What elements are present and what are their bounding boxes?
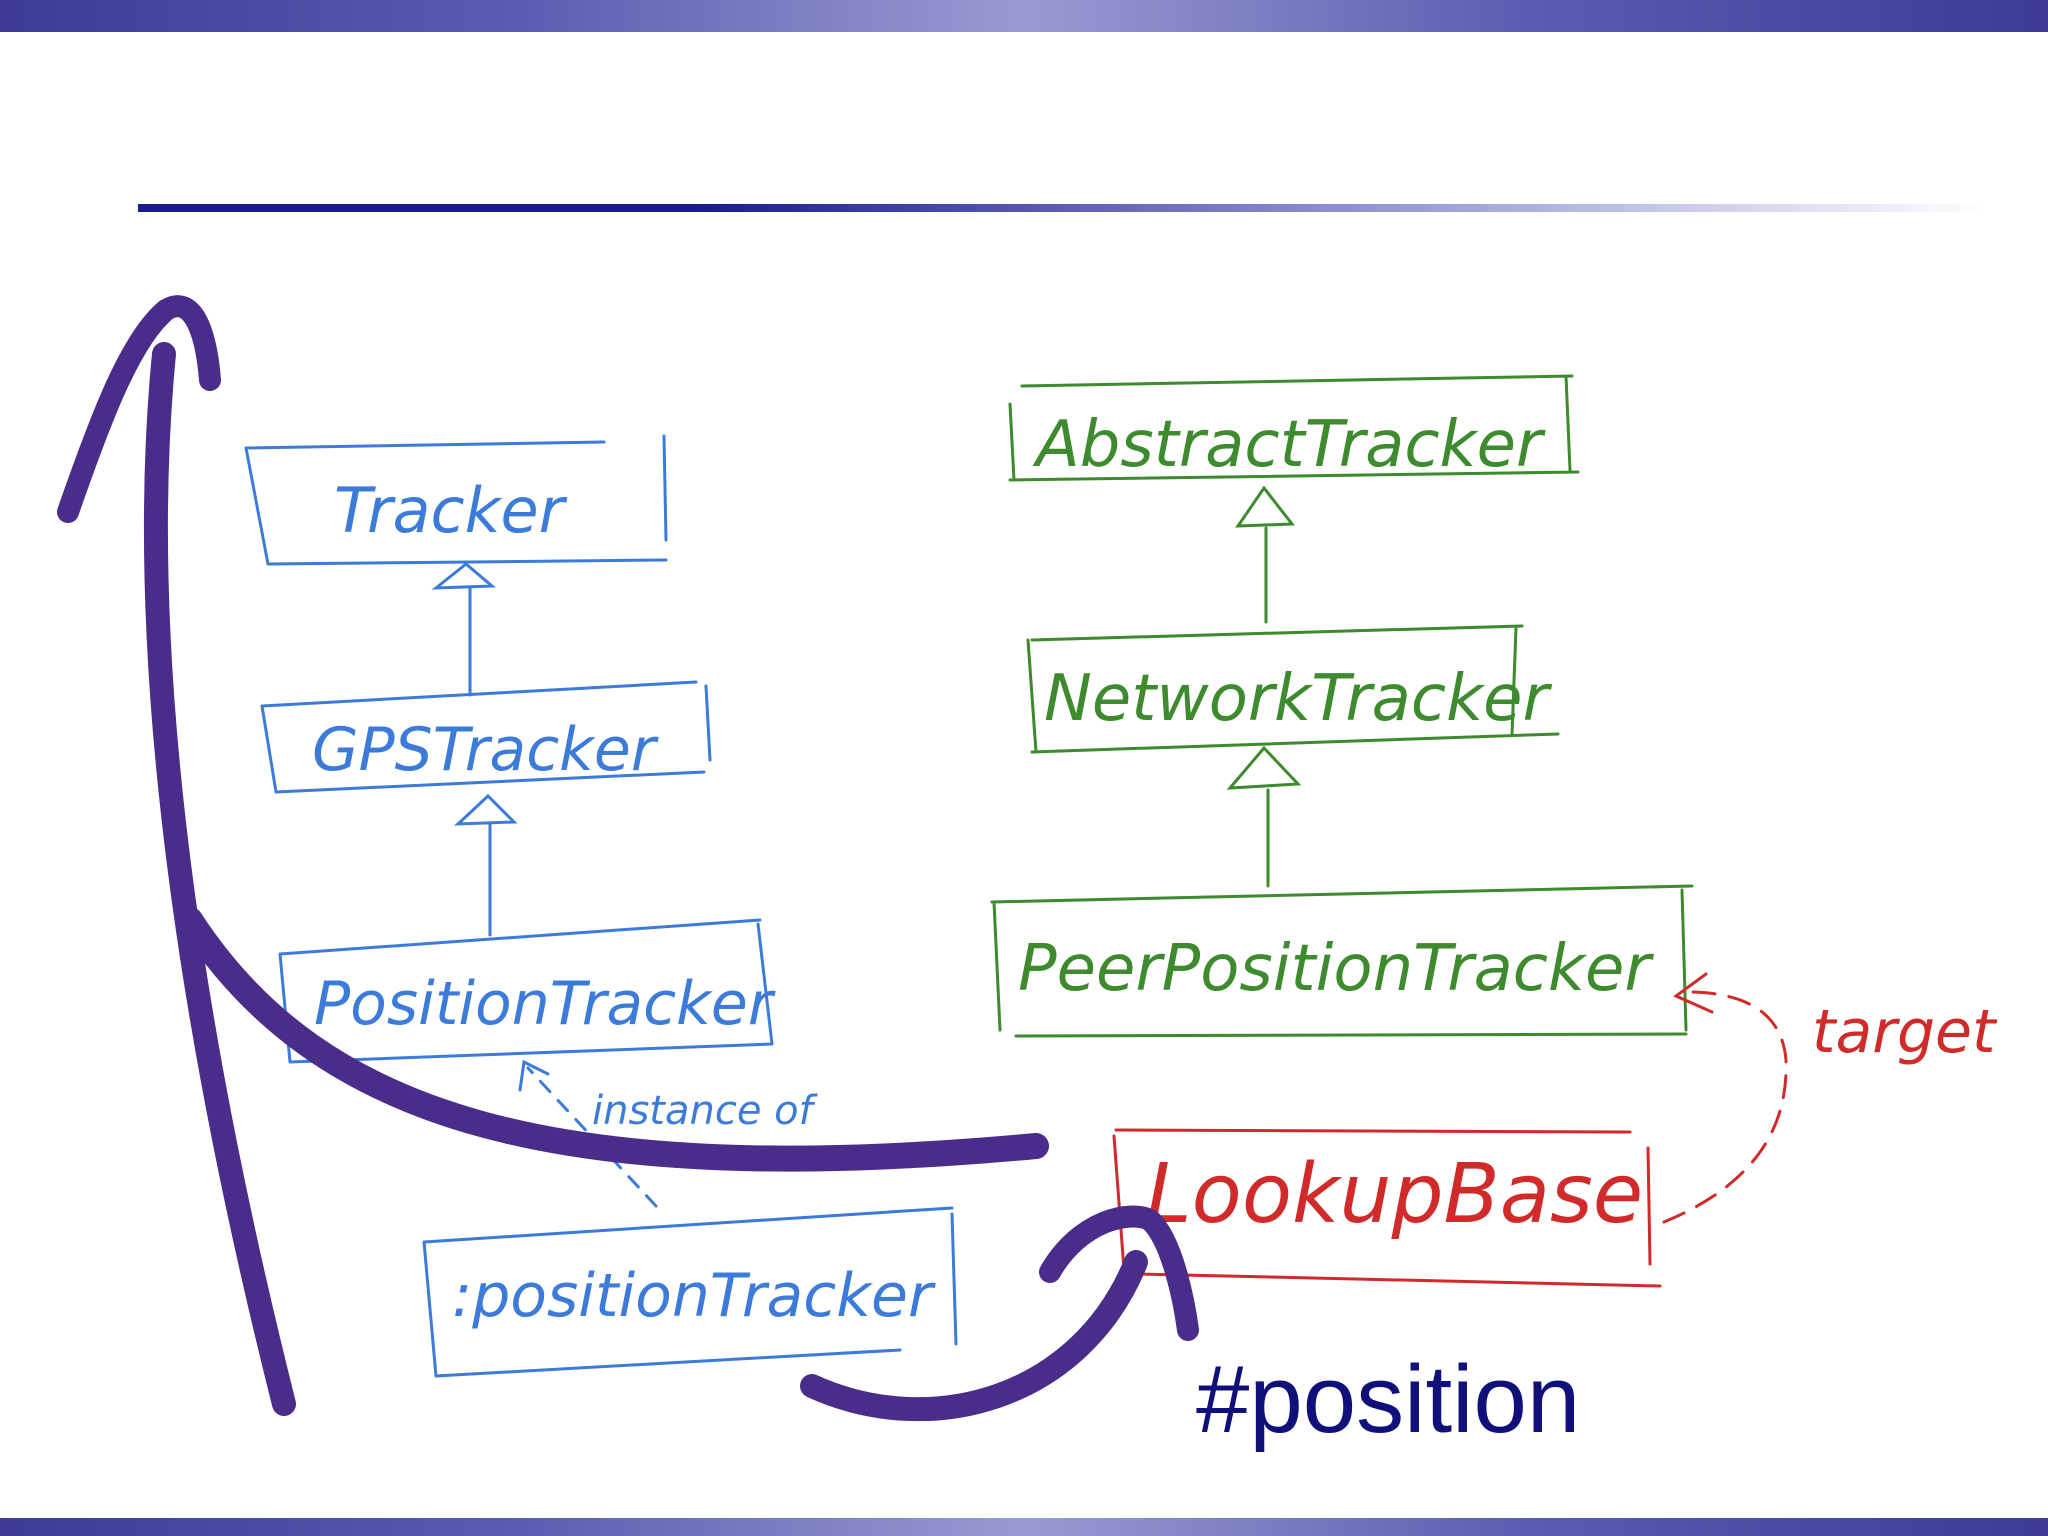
- slide-hashtag: #position: [1196, 1346, 1581, 1453]
- class-label-tracker: Tracker: [334, 474, 568, 547]
- class-label-peer-position-tracker: PeerPositionTracker: [1018, 932, 1654, 1006]
- class-label-abstract-tracker: AbstractTracker: [1032, 408, 1546, 482]
- class-label-gps-tracker: GPSTracker: [312, 715, 659, 785]
- curved-purple-arrow: [177, 907, 1049, 1172]
- class-box-lookup-base: [1112, 1128, 1662, 1288]
- class-label-lookup-base: LookupBase: [1146, 1147, 1643, 1242]
- footer-bar: [0, 1518, 2048, 1536]
- target-dependency-arrow: [1662, 972, 1788, 1224]
- arrow-head-icon: [57, 295, 221, 523]
- arrow-head-icon: [1039, 1205, 1199, 1341]
- inheritance-arrow-icon: [431, 562, 496, 697]
- relation-label-target: target: [1812, 997, 1998, 1067]
- title-underline: [138, 204, 1988, 212]
- class-box-position-tracker: [278, 918, 774, 1064]
- class-box-gps-tracker: [260, 680, 712, 794]
- class-label-position-tracker: PositionTracker: [314, 969, 776, 1039]
- inheritance-arrow-icon: [1226, 745, 1302, 888]
- instance-label-position-tracker: :positionTracker: [452, 1261, 936, 1331]
- instance-box-position-tracker: [422, 1206, 958, 1378]
- inheritance-arrow-icon: [1235, 485, 1295, 624]
- class-label-network-tracker: NetworkTracker: [1044, 662, 1553, 736]
- return-purple-arrow: [800, 1250, 1148, 1422]
- class-box-tracker: [244, 434, 668, 566]
- class-box-abstract-tracker: [1008, 374, 1580, 482]
- dependency-arrow-icon: [518, 1059, 658, 1208]
- class-box-peer-position-tracker: [990, 884, 1694, 1038]
- header-bar: [0, 0, 2048, 32]
- relation-label-instance-of: instance of: [592, 1088, 819, 1134]
- inheritance-arrow-icon: [454, 793, 518, 937]
- class-box-network-tracker: [1026, 624, 1560, 754]
- upward-purple-arrow: [143, 342, 296, 1416]
